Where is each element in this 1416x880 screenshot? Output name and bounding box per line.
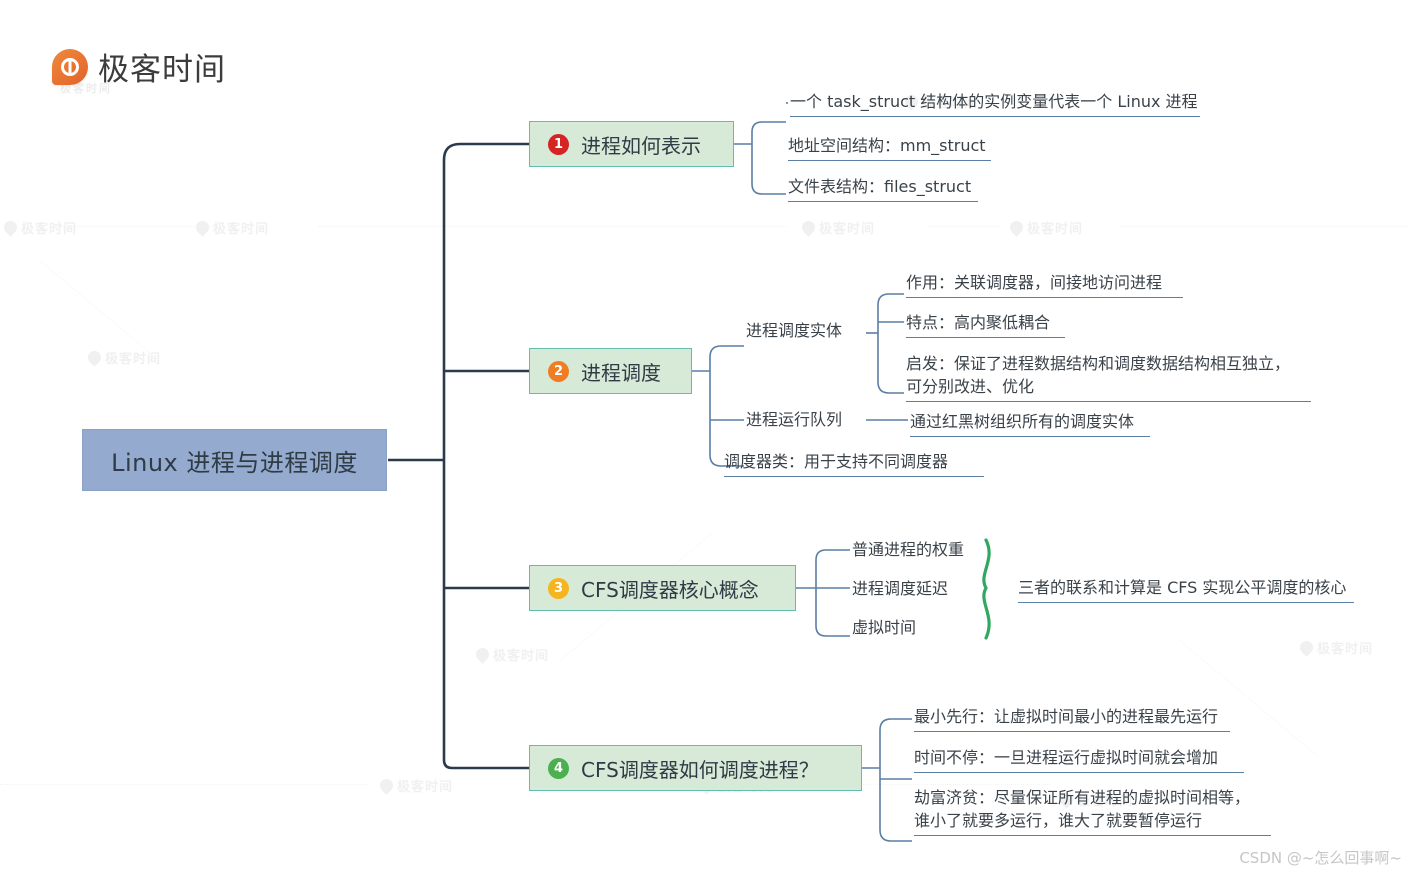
leaf-2-1-3[interactable]: 启发：保证了进程数据结构和调度数据结构相互独立， 可分别改进、优化 bbox=[906, 352, 1311, 403]
leaf-4-3[interactable]: 劫富济贫：尽量保证所有进程的虚拟时间相等， 谁小了就要多运行，谁大了就要暂停运行 bbox=[914, 786, 1271, 837]
watermark-text: 极客时间 bbox=[1027, 221, 1084, 236]
watermark-pin-icon bbox=[1007, 218, 1026, 237]
root-node[interactable]: Linux 进程与进程调度 bbox=[82, 429, 387, 491]
leaf-2-1[interactable]: 进程调度实体 bbox=[746, 321, 843, 340]
leaf-4-2[interactable]: 时间不停：一旦进程运行虚拟时间就会增加 bbox=[914, 746, 1244, 774]
leaf-3-group-note[interactable]: 三者的联系和计算是 CFS 实现公平调度的核心 bbox=[1018, 576, 1354, 604]
branch-1-number-badge: 1 bbox=[548, 133, 569, 155]
leaf-4-1[interactable]: 最小先行：让虚拟时间最小的进程最先运行 bbox=[914, 705, 1230, 733]
watermark-pin-icon bbox=[377, 776, 396, 795]
geek-time-pin-icon bbox=[52, 48, 88, 85]
branch-node-2[interactable]: 2 进程调度 bbox=[529, 348, 692, 394]
logo-subtext-watermark: 极客时间 bbox=[60, 83, 112, 95]
watermark-text: 极客时间 bbox=[397, 779, 454, 794]
geek-time-logo: 极客时间 bbox=[52, 44, 226, 89]
branch-1-label: 进程如何表示 bbox=[581, 133, 701, 158]
root-node-label: Linux 进程与进程调度 bbox=[111, 448, 358, 477]
leaf-2-2[interactable]: 进程运行队列 bbox=[746, 410, 843, 429]
branch-2-fork bbox=[709, 345, 744, 467]
group-curly-brace-icon bbox=[982, 538, 991, 640]
branch-2-number-badge: 2 bbox=[548, 360, 569, 382]
leaf-2-1-1[interactable]: 作用：关联调度器，间接地访问进程 bbox=[906, 271, 1183, 299]
leaf-2-1-2[interactable]: 特点：高内聚低耦合 bbox=[906, 311, 1065, 339]
branch-1-fork bbox=[751, 121, 786, 195]
leaf-1-3[interactable]: 文件表结构：files_struct bbox=[788, 175, 978, 203]
branch-2-label: 进程调度 bbox=[581, 360, 661, 385]
logo-text: 极客时间 bbox=[98, 52, 226, 88]
csdn-footer-watermark: CSDN @~怎么回事啊~ bbox=[1239, 849, 1402, 867]
watermark-pin-icon bbox=[85, 348, 104, 367]
leaf-2-2-1[interactable]: 通过红黑树组织所有的调度实体 bbox=[910, 410, 1150, 438]
branch-4-label: CFS调度器如何调度进程？ bbox=[581, 757, 819, 782]
watermark-text: 极客时间 bbox=[21, 221, 78, 236]
watermark-text: 极客时间 bbox=[819, 221, 876, 236]
leaf-3-3[interactable]: 虚拟时间 bbox=[852, 618, 917, 637]
watermark-text: 极客时间 bbox=[213, 221, 270, 236]
leaf-1-1[interactable]: 一个 task_struct 结构体的实例变量代表一个 Linux 进程 bbox=[790, 90, 1200, 118]
watermark-pin-icon bbox=[1, 218, 20, 237]
leaf-3-2[interactable]: 进程调度延迟 bbox=[852, 579, 949, 598]
leaf-3-1[interactable]: 普通进程的权重 bbox=[852, 540, 965, 559]
branch-3-fork bbox=[815, 549, 850, 637]
watermark-text: 极客时间 bbox=[1317, 641, 1374, 656]
watermark-text: 极客时间 bbox=[105, 351, 162, 366]
leaf-1-2[interactable]: 地址空间结构：mm_struct bbox=[788, 134, 991, 162]
branch-node-4[interactable]: 4 CFS调度器如何调度进程？ bbox=[529, 745, 862, 791]
watermark-pin-icon bbox=[193, 218, 212, 237]
trunk-to-branch-1 bbox=[442, 142, 529, 161]
branch-node-3[interactable]: 3 CFS调度器核心概念 bbox=[529, 565, 796, 611]
branch-3-number-badge: 3 bbox=[548, 577, 569, 599]
branch-4-fork bbox=[879, 718, 912, 842]
watermark-text: 极客时间 bbox=[493, 648, 550, 663]
branch-2-1-fork bbox=[877, 293, 904, 394]
branch-node-1[interactable]: 1 进程如何表示 bbox=[529, 121, 734, 167]
watermark-pin-icon bbox=[1297, 638, 1316, 657]
branch-3-label: CFS调度器核心概念 bbox=[581, 577, 759, 602]
branch-4-number-badge: 4 bbox=[548, 757, 569, 779]
leaf-2-3[interactable]: 调度器类：用于支持不同调度器 bbox=[724, 450, 984, 478]
watermark-pin-icon bbox=[473, 645, 492, 664]
trunk-to-branch-4 bbox=[442, 759, 529, 770]
watermark-pin-icon bbox=[799, 218, 818, 237]
